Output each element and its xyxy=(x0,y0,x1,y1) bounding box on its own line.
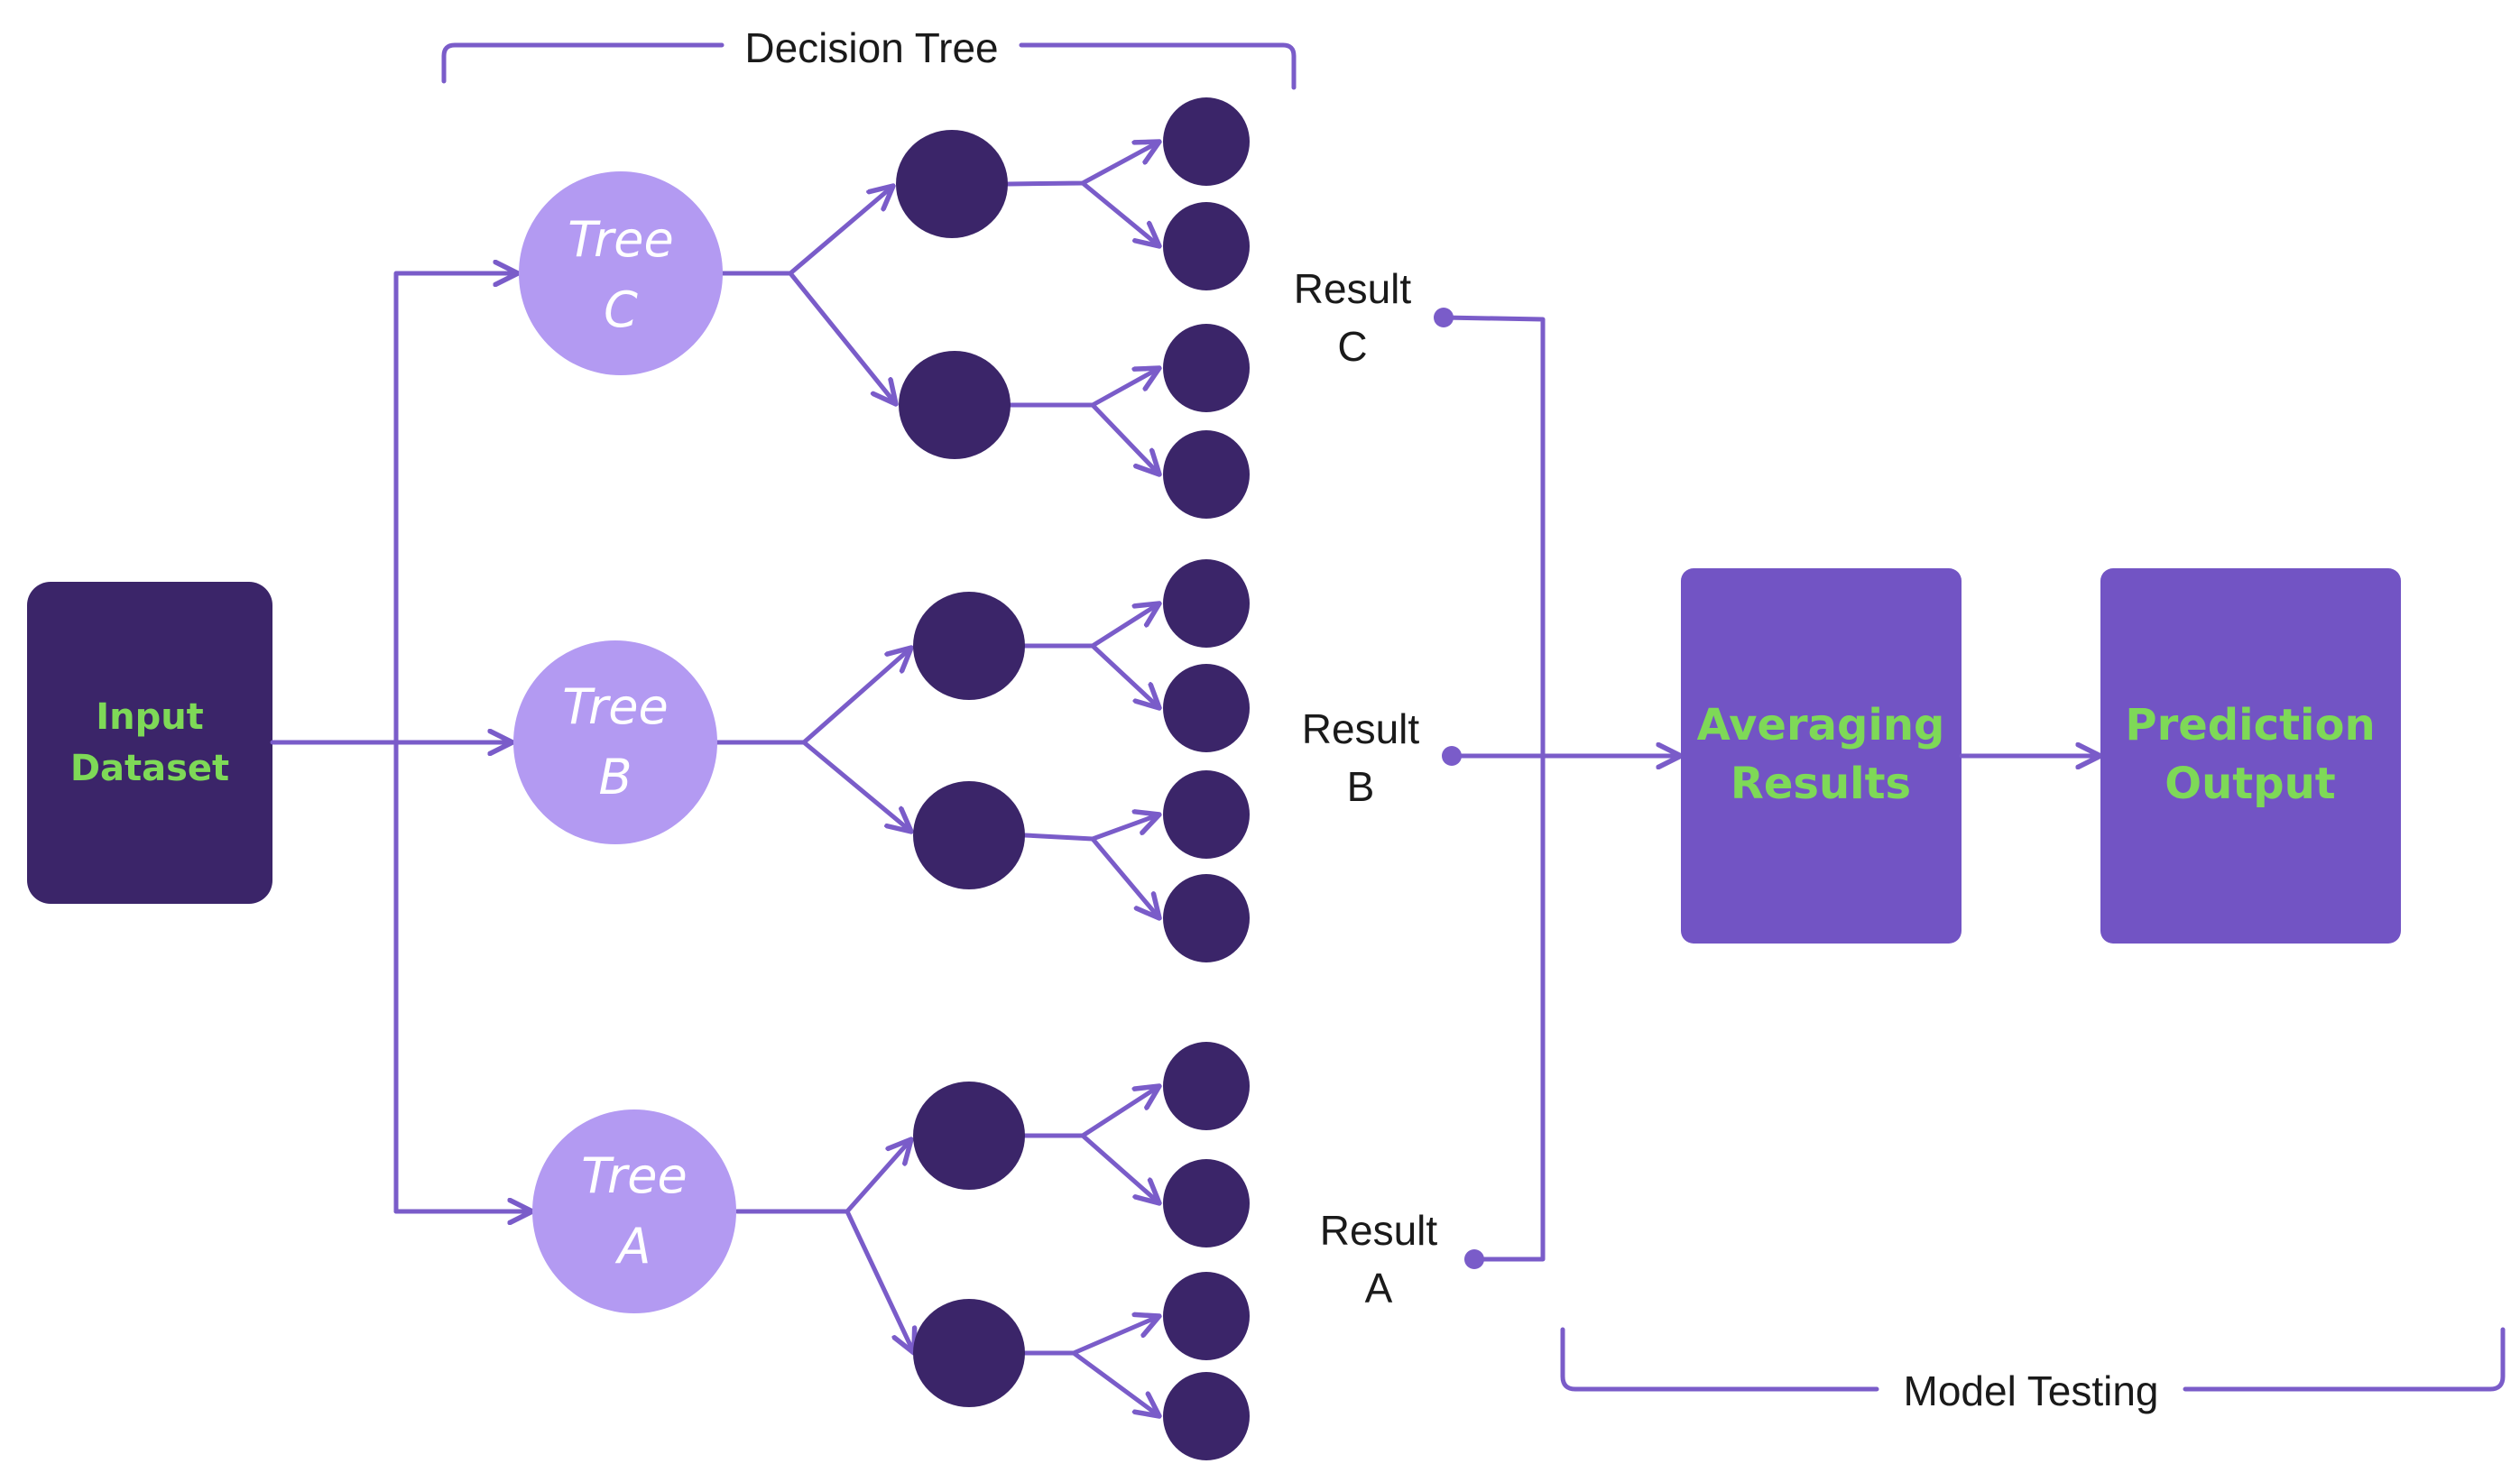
tree-a-upper-leaf-link-1 xyxy=(1022,1086,1159,1138)
tree-c-upper-node xyxy=(896,130,1008,238)
tree-c-lower-leaf-link-2 xyxy=(1090,402,1159,474)
prediction-output-box xyxy=(2100,568,2401,944)
result-c-label-line1: Result xyxy=(1294,265,1412,312)
leaf-node xyxy=(1163,1042,1250,1130)
tree-a-circle xyxy=(532,1109,736,1313)
result-c-label-line2: C xyxy=(1337,323,1367,370)
tree-b-upper-leaf-link-1 xyxy=(1022,603,1159,649)
decision-tree-label: Decision Tree xyxy=(744,24,998,71)
tree-c-upper-leaf-link-2 xyxy=(1080,180,1159,246)
tree-b-lower-leaf-link-2 xyxy=(1090,836,1159,918)
leaf-node xyxy=(1163,97,1250,186)
tree-b-label-line2: B xyxy=(598,749,632,806)
result-a-dot xyxy=(1464,1249,1484,1269)
result-b-label-line2: B xyxy=(1347,763,1375,810)
prediction-output-label-line2: Output xyxy=(2165,759,2335,809)
result-a-label-line2: A xyxy=(1365,1265,1393,1312)
leaf-node xyxy=(1163,324,1250,412)
leaf-node xyxy=(1163,874,1250,962)
leaf-node xyxy=(1163,559,1250,648)
tree-a-label-line2: A xyxy=(615,1218,651,1275)
tree-b-branch-upper xyxy=(715,648,911,745)
model-testing-label: Model Testing xyxy=(1904,1367,2159,1414)
tree-a-branch-lower xyxy=(845,1209,914,1353)
tree-c-label-line2: C xyxy=(604,281,638,338)
tree-b-upper-leaf-link-2 xyxy=(1090,643,1159,708)
leaf-node xyxy=(1163,770,1250,859)
tree-c-circle xyxy=(519,171,723,375)
tree-c-branch-upper xyxy=(720,186,893,276)
tree-b-branch-lower xyxy=(801,740,911,832)
input-to-tree-c-connector xyxy=(393,273,521,1214)
tree-b-lower-node xyxy=(913,781,1025,889)
leaf-node xyxy=(1163,664,1250,752)
leaf-node xyxy=(1163,1372,1250,1460)
result-b-label-line1: Result xyxy=(1302,705,1420,752)
result-a-label-line1: Result xyxy=(1320,1207,1438,1254)
tree-b-lower-leaf-link-1 xyxy=(1022,815,1159,842)
decision-tree-bracket xyxy=(441,42,1297,90)
tree-a-upper-leaf-link-2 xyxy=(1080,1133,1159,1203)
tree-b-label-line1: Tree xyxy=(562,678,668,735)
input-dataset-label-line2: Dataset xyxy=(70,748,229,789)
leaf-node xyxy=(1163,202,1250,290)
averaging-results-label-line2: Results xyxy=(1731,759,1911,809)
tree-b-circle xyxy=(513,640,717,844)
tree-a-lower-leaf-link-2 xyxy=(1071,1350,1159,1416)
prediction-output-label-line1: Prediction xyxy=(2125,700,2375,750)
leaf-node xyxy=(1163,1159,1250,1247)
input-dataset-label-line1: Input xyxy=(96,696,204,738)
tree-a-upper-node xyxy=(913,1082,1025,1190)
result-b-dot xyxy=(1442,746,1462,766)
tree-c-lower-node xyxy=(899,351,1011,459)
tree-a-lower-leaf-link-1 xyxy=(1022,1316,1159,1356)
tree-a-branch-upper xyxy=(734,1139,911,1214)
tree-c-label-line1: Tree xyxy=(568,211,673,268)
tree-c-branch-lower xyxy=(788,271,896,404)
result-collector-line xyxy=(1441,315,1546,1262)
tree-c-upper-leaf-link-1 xyxy=(1005,142,1159,187)
tree-a-lower-node xyxy=(913,1299,1025,1407)
averaging-results-label-line1: Averaging xyxy=(1697,700,1945,750)
model-testing-bracket xyxy=(1560,1327,2506,1392)
tree-a-label-line1: Tree xyxy=(581,1147,687,1204)
result-c-dot xyxy=(1434,308,1454,327)
averaging-results-box xyxy=(1681,568,1962,944)
input-dataset-box xyxy=(27,582,272,904)
tree-c-lower-leaf-link-1 xyxy=(1008,368,1159,408)
tree-b-upper-node xyxy=(913,592,1025,700)
leaf-node xyxy=(1163,1272,1250,1360)
leaf-node xyxy=(1163,430,1250,519)
